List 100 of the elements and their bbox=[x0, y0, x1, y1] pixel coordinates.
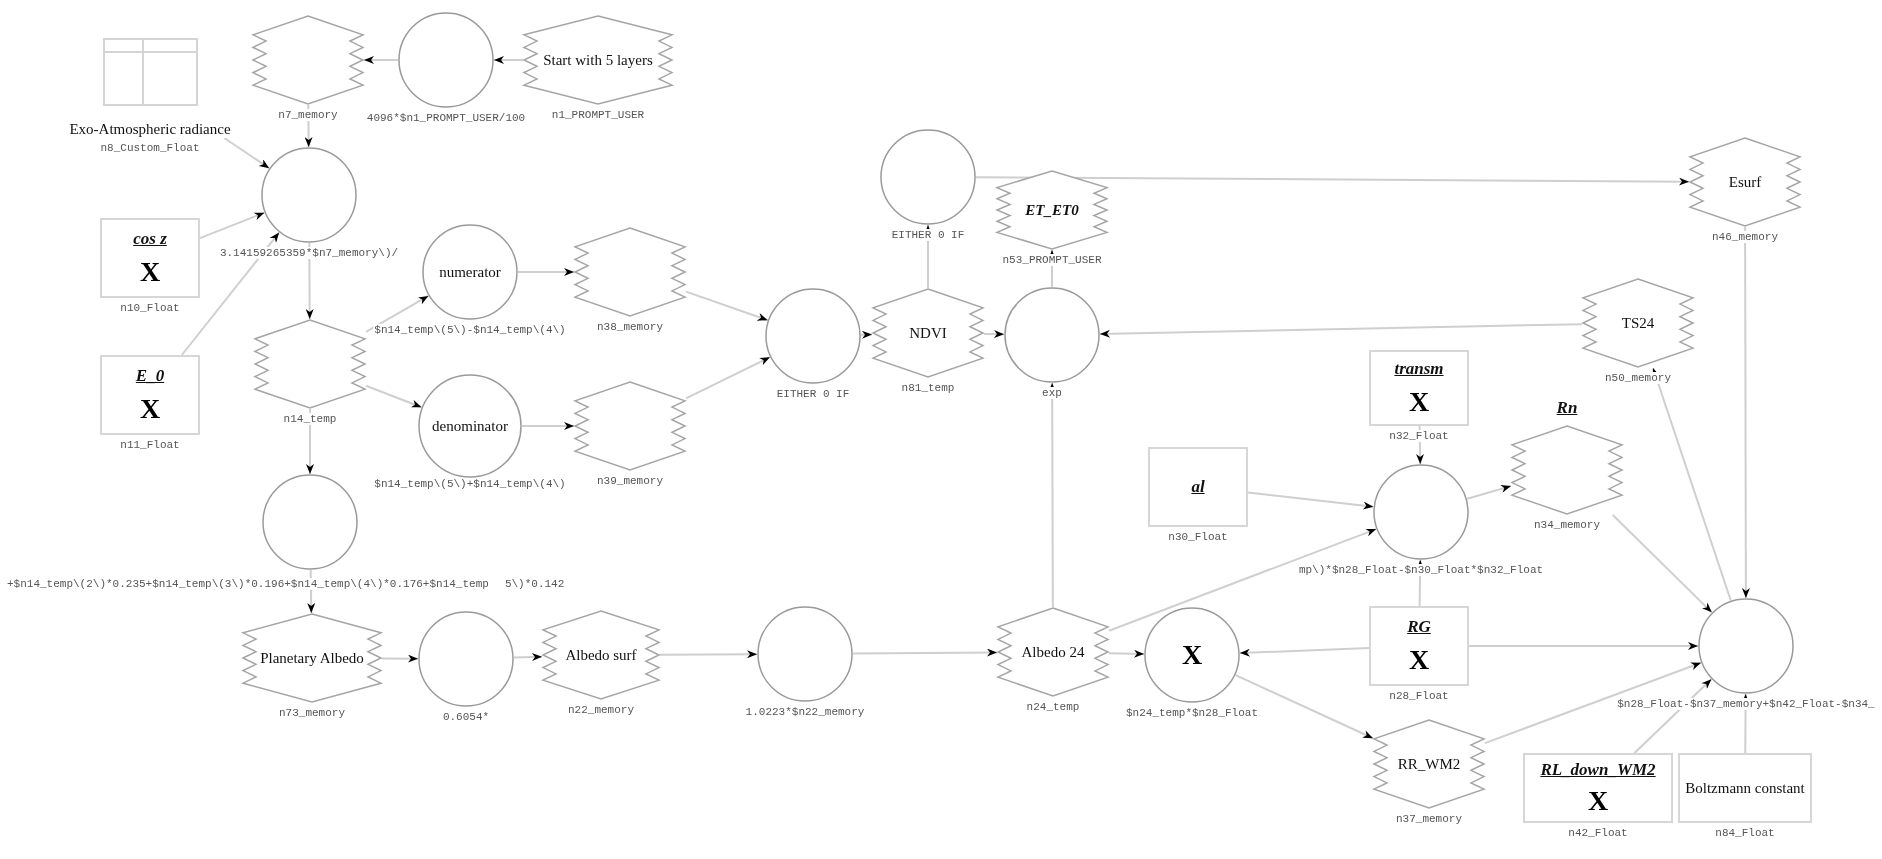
variable-box bbox=[1523, 753, 1673, 823]
operator-circle bbox=[1698, 598, 1794, 694]
operator-circle bbox=[422, 224, 518, 320]
node-caption: mp\)*$n28_Float-$n30_Float*$n32_Float bbox=[1297, 564, 1545, 576]
node-caption: EITHER 0 IF bbox=[775, 388, 851, 400]
variable-name: al bbox=[1191, 477, 1205, 497]
operator-circle bbox=[1144, 607, 1240, 703]
node-caption: $n28_Float-$n37_memory+$n42_Float-$n34_ bbox=[1616, 698, 1876, 710]
arrow bbox=[1611, 514, 1713, 614]
node-caption: 1.0223*$n22_memory bbox=[744, 706, 866, 718]
arrow bbox=[1247, 491, 1375, 510]
node-caption: n1_PROMPT_USER bbox=[550, 109, 646, 121]
node-caption: 0.6054* bbox=[441, 711, 491, 723]
memory-hexagon bbox=[252, 15, 364, 105]
node-label: RR_WM2 bbox=[1397, 755, 1461, 773]
node-label: Planetary Albedo bbox=[260, 649, 364, 667]
node-label: Albedo surf bbox=[565, 646, 637, 664]
x-mark: X bbox=[1181, 641, 1203, 669]
arrow bbox=[180, 231, 281, 356]
node-label: Albedo 24 bbox=[1021, 643, 1085, 661]
memory-hexagon bbox=[523, 15, 673, 105]
node-caption: 5\)*0.142 bbox=[503, 578, 566, 590]
node-label: Esurf bbox=[1728, 173, 1762, 191]
constant-box bbox=[1678, 753, 1812, 823]
memory-hexagon bbox=[242, 613, 382, 703]
node-caption: n30_Float bbox=[1167, 531, 1229, 543]
node-caption: EITHER 0 IF bbox=[890, 229, 966, 241]
node-caption: exp bbox=[1041, 387, 1063, 399]
arrow bbox=[860, 330, 873, 339]
arrow bbox=[1108, 649, 1145, 658]
node-caption: n50_memory bbox=[1604, 372, 1672, 384]
node-caption: n10_Float bbox=[119, 302, 181, 314]
node-caption: n46_memory bbox=[1711, 231, 1779, 243]
memory-hexagon bbox=[574, 381, 686, 471]
x-mark: X bbox=[1408, 387, 1430, 416]
node-label: numerator bbox=[439, 263, 501, 281]
arrow bbox=[365, 294, 430, 333]
memory-hexagon bbox=[997, 607, 1109, 697]
node-caption: 3.14159265359*$n7_memory\)/ bbox=[218, 247, 400, 259]
node-label: ET_ET0 bbox=[1025, 201, 1079, 219]
node-label: Start with 5 layers bbox=[543, 51, 653, 69]
operator-circle bbox=[765, 288, 861, 384]
variable-box bbox=[1148, 447, 1248, 527]
node-caption: n28_Float bbox=[1388, 690, 1450, 702]
arrow bbox=[1108, 528, 1378, 632]
node-label: TS24 bbox=[1621, 314, 1655, 332]
operator-circle bbox=[880, 129, 976, 225]
x-mark: X bbox=[139, 395, 161, 424]
memory-hexagon bbox=[254, 319, 366, 409]
arrow bbox=[1741, 226, 1750, 599]
arrow bbox=[517, 268, 575, 276]
memory-hexagon bbox=[1689, 137, 1801, 227]
x-mark: X bbox=[139, 258, 161, 287]
arrow bbox=[852, 648, 998, 657]
node-caption: n11_Float bbox=[119, 439, 181, 451]
operator-circle bbox=[418, 611, 514, 707]
variable-name: RL_down_WM2 bbox=[1540, 761, 1656, 781]
operator-circle bbox=[398, 12, 494, 108]
variable-box bbox=[100, 355, 200, 435]
variable-name: E_0 bbox=[135, 366, 165, 386]
node-caption: n81_temp bbox=[900, 382, 956, 394]
arrow bbox=[1048, 382, 1057, 608]
arrow bbox=[363, 56, 399, 64]
variable-box bbox=[100, 218, 200, 298]
node-label: NDVI bbox=[909, 324, 947, 342]
node-caption: n73_memory bbox=[278, 707, 346, 719]
arrow bbox=[365, 384, 423, 409]
memory-hexagon bbox=[1582, 278, 1694, 368]
arrow bbox=[513, 653, 543, 662]
node-caption: n8_Custom_Float bbox=[99, 142, 201, 154]
arrow bbox=[305, 242, 314, 320]
node-caption: n22_memory bbox=[567, 704, 635, 716]
node-caption: +$n14_temp\(2\)*0.235+$n14_temp\(3\)*0.196+$n14_temp\(4\)*0.176+$n14_temp bbox=[6, 578, 490, 590]
node-caption: n39_memory bbox=[596, 475, 664, 487]
arrow bbox=[493, 56, 524, 64]
arrow bbox=[685, 290, 769, 322]
arrow bbox=[1238, 647, 1370, 657]
operator-circle bbox=[1373, 464, 1469, 560]
arrow bbox=[1652, 367, 1732, 602]
node-caption: n24_temp bbox=[1025, 701, 1081, 713]
node-caption: n84_Float bbox=[1714, 827, 1776, 839]
arrow bbox=[1099, 323, 1583, 338]
node-label: Exo-Atmospheric radiance bbox=[69, 121, 231, 138]
memory-hexagon bbox=[996, 170, 1108, 250]
node-label: Boltzmann constant bbox=[1685, 779, 1805, 797]
x-mark: X bbox=[1408, 646, 1430, 675]
arrow bbox=[1741, 693, 1750, 754]
node-caption: $n14_temp\(5\)-$n14_temp\(4\) bbox=[373, 324, 567, 336]
operator-circle bbox=[261, 147, 357, 243]
variable-name: RG bbox=[1407, 617, 1431, 637]
arrow bbox=[306, 408, 314, 475]
node-caption: n32_Float bbox=[1388, 430, 1450, 442]
arrow bbox=[1234, 674, 1374, 740]
memory-hexagon bbox=[574, 227, 686, 317]
node-caption: $n24_temp*$n28_Float bbox=[1125, 707, 1259, 719]
arrow bbox=[659, 650, 758, 659]
memory-hexagon bbox=[872, 288, 984, 378]
variable-name: cos z bbox=[133, 229, 167, 249]
variable-name: transm bbox=[1394, 360, 1444, 380]
operator-circle bbox=[757, 606, 853, 702]
